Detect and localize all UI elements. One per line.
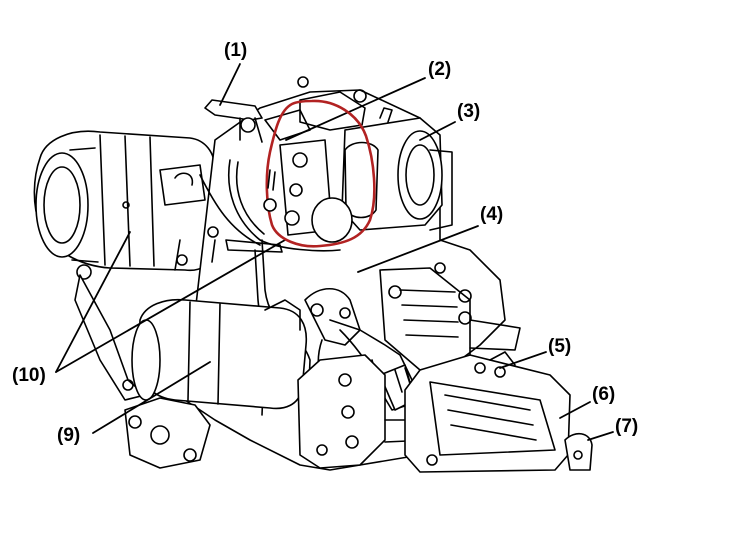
oil-pan-drawing [404,351,571,473]
starter-motor-drawing [124,298,308,469]
callout-label-3: (3) [457,101,481,122]
callout-label-5: (5) [548,336,572,357]
alternator-drawing [33,130,216,280]
callout-label-2: (2) [428,59,452,80]
throttle-link-drawing [263,139,353,243]
highlight-outline [265,99,376,248]
callout-label-7: (7) [615,416,639,437]
callout-label-6: (6) [592,384,616,405]
flywheel-drawing [564,432,593,471]
leader-lines [55,63,614,441]
callout-label-4: (4) [480,204,504,225]
callout-label-10: (10) [12,365,46,386]
callout-label-1: (1) [224,40,248,61]
callout-label-9: (9) [57,425,81,446]
